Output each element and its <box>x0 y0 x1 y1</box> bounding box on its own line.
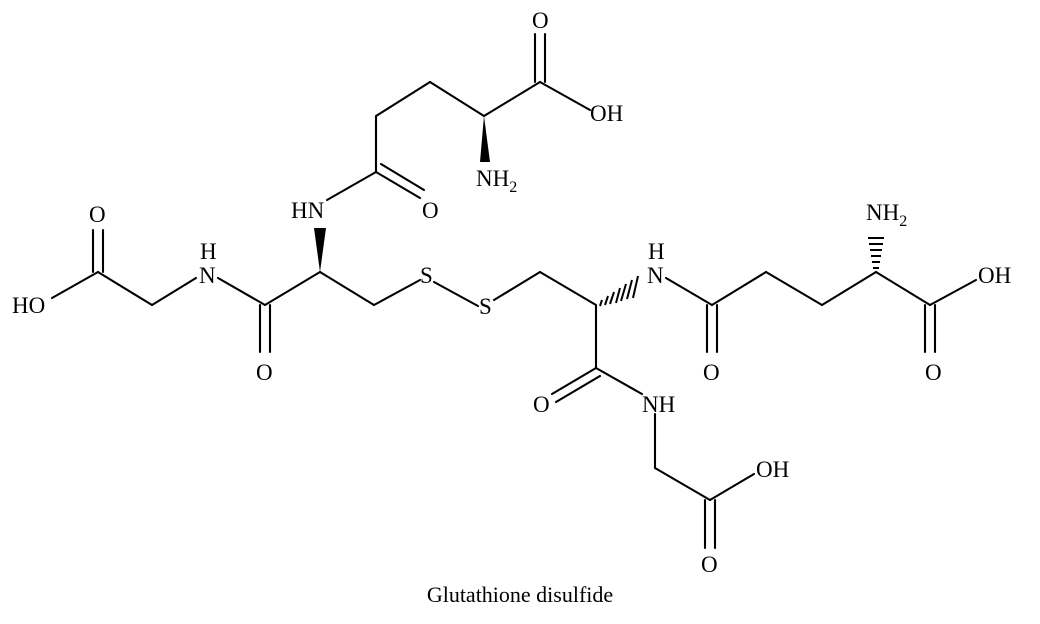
atom-o-bottom-acid: O <box>701 552 718 577</box>
atom-n-left-gly-nh: N <box>199 263 216 288</box>
atom-hn-left-amide: HN <box>291 198 325 223</box>
nh2-top-main: NH <box>476 166 509 191</box>
atom-o-left-gly-acid: O <box>89 202 106 227</box>
atom-labels: O OH NH2 HN O O H N HO O S S H N O O NH … <box>12 8 1011 577</box>
atom-nh-bottom-gly: NH <box>642 392 675 417</box>
atom-o-right-acid: O <box>925 360 942 385</box>
nh2-top-sub: 2 <box>509 179 517 196</box>
atom-oh-top-acid: OH <box>590 101 623 126</box>
atom-n-right-amide: N <box>647 263 664 288</box>
atom-oh-bottom-acid: OH <box>756 457 789 482</box>
atom-o-left-amide: O <box>422 198 439 223</box>
atom-oh-right-acid: OH <box>978 263 1011 288</box>
atom-ho-left-gly-acid: HO <box>12 293 45 318</box>
nh2-right-sub: 2 <box>899 213 907 230</box>
atom-o-right-amide: O <box>703 360 720 385</box>
bond-lines <box>50 32 978 550</box>
atom-o-top-acid: O <box>532 8 549 33</box>
atom-h-left-gly-nh: H <box>200 239 217 264</box>
atom-s-right: S <box>479 294 492 319</box>
atom-h-right-amide: H <box>648 239 665 264</box>
atom-o-right-cys-carbonyl: O <box>533 392 550 417</box>
figure-caption: Glutathione disulfide <box>426 582 614 607</box>
atom-nh2-right: NH2 <box>866 200 907 230</box>
stereo-wedges <box>314 116 490 272</box>
nh2-right-main: NH <box>866 200 899 225</box>
stereo-hashes <box>599 237 884 307</box>
atom-nh2-top: NH2 <box>476 166 517 196</box>
atom-o-left-cys-carbonyl: O <box>256 360 273 385</box>
atom-s-left: S <box>420 263 433 288</box>
